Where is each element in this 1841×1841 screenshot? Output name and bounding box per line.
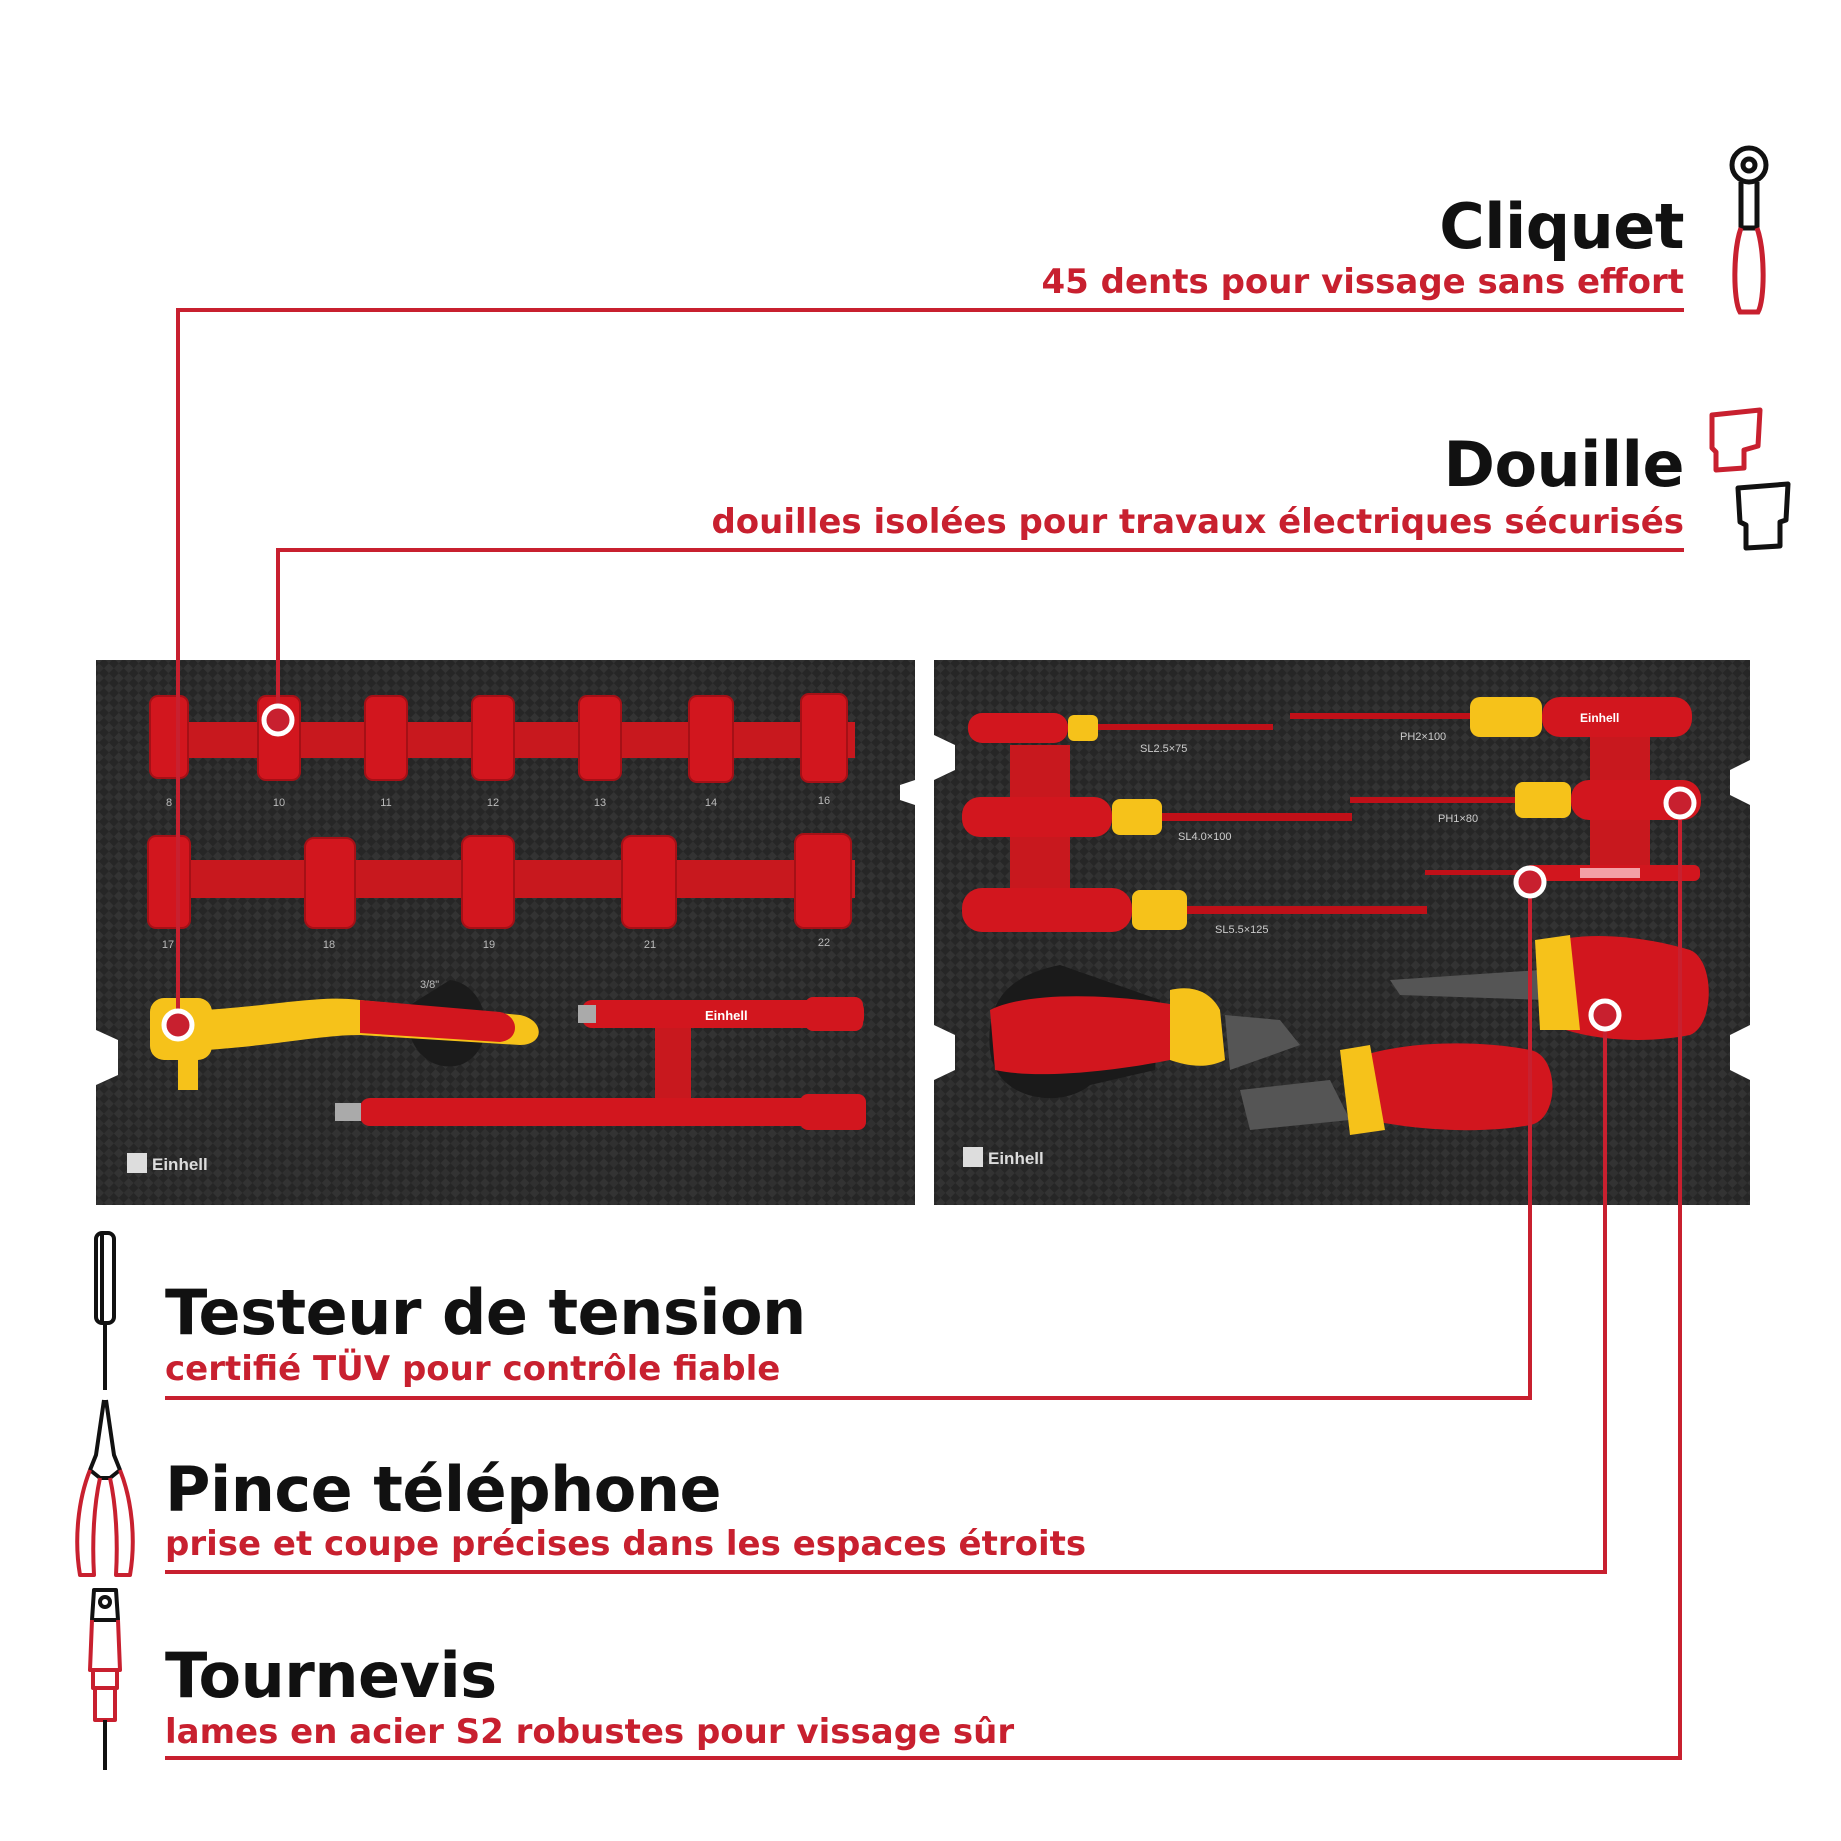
- ratchet-size-label: 3/8": [420, 979, 439, 991]
- socket-size-13: 13: [594, 797, 606, 809]
- callout-line-douille: [276, 548, 1684, 715]
- screwdriver-sl25: SL2.5×75: [968, 713, 1273, 755]
- tournevis-title: Tournevis: [165, 1639, 497, 1712]
- wire-stripping-pliers: [1240, 1043, 1553, 1135]
- socket-size-10: 10: [273, 797, 285, 809]
- pince-title: Pince téléphone: [165, 1453, 722, 1526]
- ratchet-tool: 3/8": [150, 979, 539, 1090]
- callout-dot-cliquet: [161, 1008, 195, 1042]
- extension-brand-label: Einhell: [705, 1008, 748, 1023]
- callout-line-tournevis: [165, 803, 1682, 1760]
- screwdriver-sl40: SL4.0×100: [962, 797, 1352, 843]
- douille-title: Douille: [1443, 428, 1684, 501]
- needle-nose-pliers: [1390, 935, 1709, 1040]
- screwdriver-label-sl25: SL2.5×75: [1140, 743, 1187, 755]
- cliquet-title: Cliquet: [1439, 190, 1684, 263]
- screwdriver-icon: [88, 1588, 122, 1770]
- socket-size-21: 21: [644, 939, 656, 951]
- screwdriver-label-ph1: PH1×80: [1438, 813, 1478, 825]
- tournevis-subtitle: lames en acier S2 robustes pour vissage …: [165, 1712, 1015, 1752]
- socket-size-8: 8: [166, 797, 172, 809]
- voltage-tester: [1425, 865, 1700, 881]
- douille-subtitle: douilles isolées pour travaux électrique…: [711, 502, 1684, 542]
- screwdriver-label-sl40: SL4.0×100: [1178, 831, 1232, 843]
- extension-bars: Einhell: [335, 997, 866, 1130]
- screwdriver-ph2: Einhell PH2×100: [1290, 697, 1692, 743]
- callout-dot-tournevis: [1663, 786, 1697, 820]
- pliers-icon: [75, 1399, 135, 1577]
- callout-dot-douille: [261, 703, 295, 737]
- screwdriver-label-ph2: PH2×100: [1400, 731, 1446, 743]
- socket-size-22: 22: [818, 937, 830, 949]
- callout-lines: [165, 308, 1684, 1760]
- cliquet-subtitle: 45 dents pour vissage sans effort: [1041, 262, 1685, 302]
- ratchet-icon: [1729, 145, 1769, 315]
- socket-size-12: 12: [487, 797, 499, 809]
- diagonal-cutter-pliers: [989, 965, 1300, 1099]
- callout-dot-pince: [1588, 998, 1622, 1032]
- screwdriver-brand: Einhell: [1580, 711, 1619, 725]
- screwdriver-ph1: PH1×80: [1350, 780, 1701, 825]
- socket-row-2: [147, 833, 852, 929]
- socket-size-17: 17: [162, 939, 174, 951]
- einhell-logo-right: Einhell: [963, 1147, 1044, 1168]
- callout-line-testeur: [165, 878, 1532, 1400]
- socket-size-14: 14: [705, 797, 717, 809]
- pince-subtitle: prise et coupe précises dans les espaces…: [165, 1524, 1087, 1564]
- callout-line-cliquet: [176, 308, 1684, 1020]
- testeur-title: Testeur de tension: [165, 1276, 806, 1349]
- callout-dot-testeur: [1513, 865, 1547, 899]
- callout-dots: [161, 703, 1697, 1042]
- screwdriver-sl55: SL5.5×125: [962, 888, 1427, 936]
- callout-line-pince: [165, 1015, 1607, 1574]
- voltage-tester-icon: [94, 1231, 116, 1390]
- screwdriver-label-sl55: SL5.5×125: [1215, 924, 1269, 936]
- right-foam-tray: SL2.5×75 Einhell PH2×100 SL4.0×100 PH1×8…: [934, 660, 1750, 1205]
- svg-text:Einhell: Einhell: [152, 1155, 208, 1174]
- einhell-logo-left: Einhell: [127, 1153, 208, 1174]
- socket-size-18: 18: [323, 939, 335, 951]
- testeur-subtitle: certifié TÜV pour contrôle fiable: [165, 1349, 781, 1389]
- socket-icon: [1709, 407, 1791, 551]
- socket-size-19: 19: [483, 939, 495, 951]
- left-foam-tray: 8 10 11 12 13 14 16 17 18 19 21 22: [96, 660, 915, 1205]
- svg-text:Einhell: Einhell: [988, 1149, 1044, 1168]
- socket-size-16: 16: [818, 795, 830, 807]
- socket-size-11: 11: [380, 797, 391, 809]
